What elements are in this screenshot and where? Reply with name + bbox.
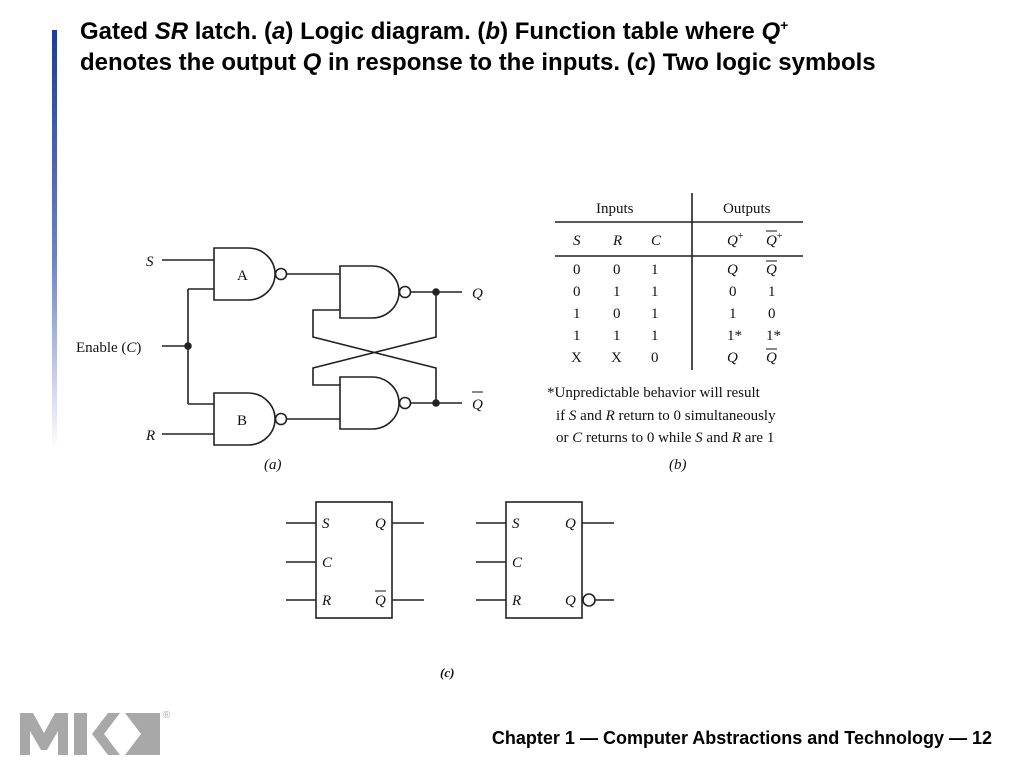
- svg-text:1: 1: [613, 328, 621, 344]
- svg-text:0: 0: [613, 262, 621, 278]
- svg-text:0: 0: [573, 284, 581, 300]
- label-gate-a: A: [237, 268, 248, 284]
- svg-text:1: 1: [768, 284, 776, 300]
- svg-text:Q: Q: [766, 262, 777, 278]
- logic-diagram: [162, 247, 462, 446]
- svg-text:0: 0: [573, 262, 581, 278]
- feedback-qbar: [312, 309, 437, 403]
- svg-text:0: 0: [613, 306, 621, 322]
- sym2-r: R: [511, 593, 521, 609]
- table-note-line3: or C returns to 0 while S and R are 1: [556, 430, 774, 446]
- svg-text:0: 0: [768, 306, 776, 322]
- svg-text:1: 1: [651, 284, 659, 300]
- sym2-qout: Q: [565, 593, 576, 609]
- svg-text:0: 0: [651, 350, 659, 366]
- sym1-qbar: Q: [375, 593, 386, 609]
- gate-bottom-bubble: [398, 396, 412, 410]
- accent-bar: [52, 30, 57, 450]
- svg-text:1: 1: [573, 328, 581, 344]
- caption-c: (c): [440, 665, 454, 680]
- label-qbar: Q: [472, 397, 483, 413]
- table-row: 1 1 1 1* 1*: [573, 328, 781, 344]
- svg-text:1: 1: [729, 306, 737, 322]
- nand-gate-a: [213, 247, 276, 301]
- col-qbarplus: Q+: [766, 231, 783, 249]
- footer-text: Chapter 1 — Computer Abstractions and Te…: [491, 728, 992, 748]
- sym1-s: S: [322, 516, 330, 532]
- table-note-line2: if S and R return to 0 simultaneously: [556, 408, 776, 424]
- svg-text:Q: Q: [727, 350, 738, 366]
- table-row: 0 1 1 0 1: [573, 284, 776, 300]
- nand-gate-top: [339, 265, 400, 319]
- function-table-lines: [555, 193, 803, 370]
- gate-top-bubble: [398, 285, 412, 299]
- caption-a: (a): [264, 457, 282, 473]
- label-enable: Enable (C): [76, 340, 141, 356]
- svg-text:X: X: [571, 350, 582, 366]
- table-row: 0 0 1 Q Q: [573, 260, 777, 278]
- label-gate-b: B: [237, 413, 247, 429]
- label-r: R: [145, 428, 155, 444]
- svg-text:Q: Q: [727, 262, 738, 278]
- col-c: C: [651, 233, 662, 249]
- label-s: S: [146, 254, 154, 270]
- header-inputs: Inputs: [596, 201, 634, 217]
- label-q: Q: [472, 286, 483, 302]
- table-row: X X 0 Q Q: [571, 348, 777, 366]
- svg-text:1*: 1*: [766, 328, 781, 344]
- svg-text:1: 1: [613, 284, 621, 300]
- nand-gate-bottom: [339, 376, 400, 430]
- table-row: 1 0 1 1 0: [573, 306, 776, 322]
- sym1-c: C: [322, 555, 333, 571]
- svg-text:X: X: [611, 350, 622, 366]
- svg-text:Q: Q: [766, 350, 777, 366]
- logic-symbol-1: [286, 501, 424, 619]
- logic-symbol-2: [476, 501, 614, 619]
- svg-text:1: 1: [651, 328, 659, 344]
- caption-b: (b): [669, 457, 687, 473]
- svg-text:1*: 1*: [727, 328, 742, 344]
- junction-enable: [184, 342, 192, 350]
- slide-title: Gated SR latch. (a) Logic diagram. (b) F…: [80, 17, 876, 76]
- table-note-line1: *Unpredictable behavior will result: [547, 385, 761, 401]
- mk-logo: ®: [20, 710, 171, 755]
- nand-gate-b: [213, 392, 276, 446]
- svg-text:1: 1: [651, 262, 659, 278]
- gate-b-bubble: [274, 412, 288, 426]
- output-bubble: [582, 593, 596, 607]
- sym2-c: C: [512, 555, 523, 571]
- col-qplus: Q+: [727, 231, 744, 249]
- sym1-q: Q: [375, 516, 386, 532]
- registered-mark: ®: [163, 710, 171, 721]
- col-s: S: [573, 233, 581, 249]
- feedback-q: [312, 292, 437, 386]
- sym1-r: R: [321, 593, 331, 609]
- sym2-q: Q: [565, 516, 576, 532]
- svg-text:1: 1: [573, 306, 581, 322]
- gate-a-bubble: [274, 267, 288, 281]
- col-r: R: [612, 233, 622, 249]
- svg-text:1: 1: [651, 306, 659, 322]
- sym2-s: S: [512, 516, 520, 532]
- svg-text:0: 0: [729, 284, 737, 300]
- header-outputs: Outputs: [723, 201, 771, 217]
